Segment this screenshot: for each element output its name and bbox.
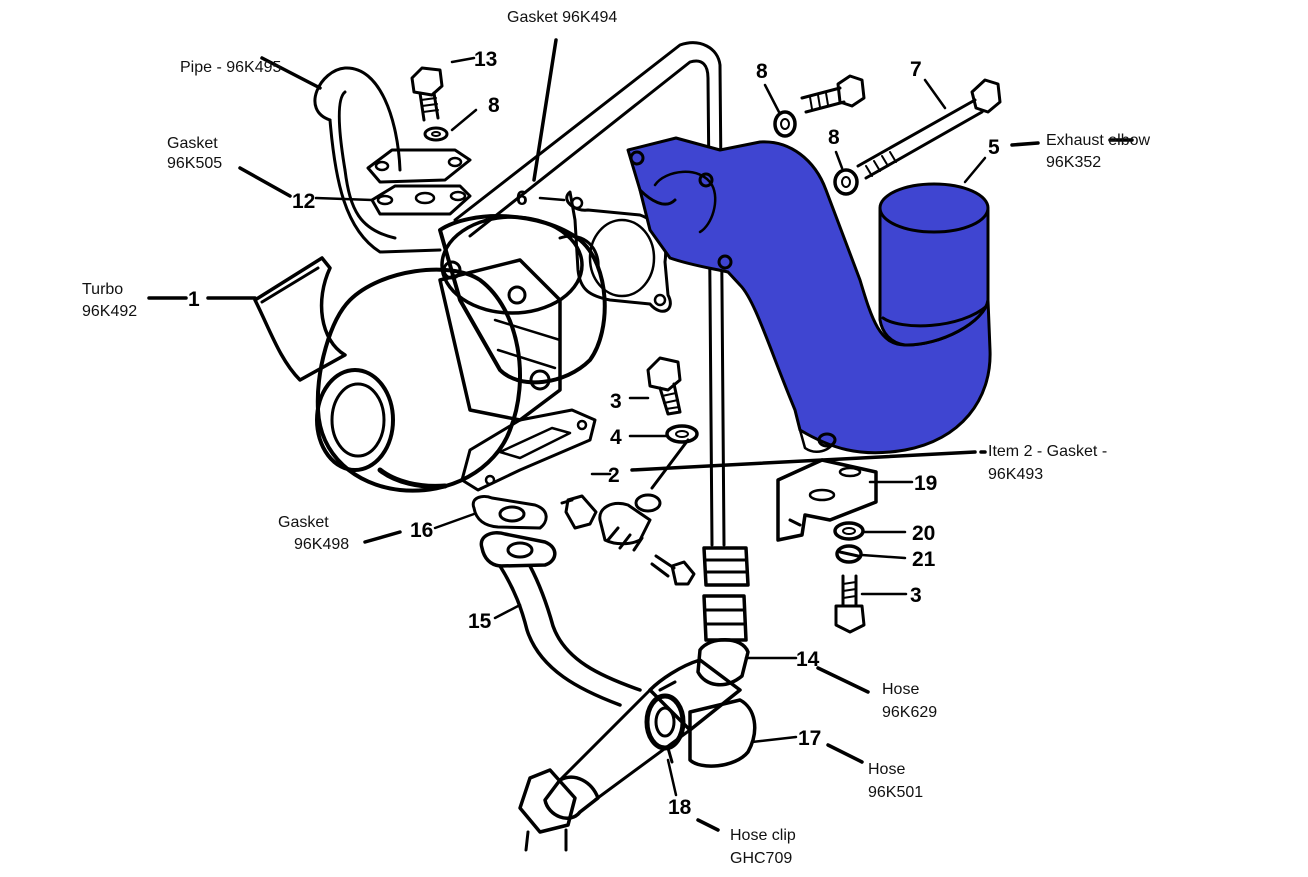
callout-6: 6 bbox=[516, 187, 528, 210]
exhaust-elbow bbox=[626, 136, 992, 455]
gasket-6 bbox=[565, 190, 672, 313]
washer-20 bbox=[833, 521, 865, 541]
washer-8-a bbox=[773, 110, 797, 138]
washer-8-top bbox=[423, 126, 449, 142]
label-hose-96k629-code: 96K629 bbox=[882, 704, 937, 721]
label-gasket-96k494: Gasket 96K494 bbox=[507, 9, 617, 26]
banjo-flange bbox=[366, 148, 472, 216]
small-bolt bbox=[650, 554, 696, 586]
callout-17: 17 bbox=[798, 727, 821, 750]
label-hose-96k629-name: Hose bbox=[882, 681, 919, 698]
bolt-3-lower bbox=[834, 574, 866, 634]
bolt-8 bbox=[800, 74, 866, 114]
label-item2-gasket-code: 96K493 bbox=[988, 466, 1043, 483]
callout-8-b: 8 bbox=[828, 126, 840, 149]
oil-feed-pipe bbox=[313, 41, 726, 547]
callout-15: 15 bbox=[468, 610, 492, 633]
washer-21 bbox=[835, 544, 863, 564]
hose-14-fittings bbox=[696, 546, 750, 687]
label-exhaust-elbow-code: 96K352 bbox=[1046, 154, 1101, 171]
callout-1: 1 bbox=[188, 288, 200, 311]
label-exhaust-elbow-name: Exhaust elbow bbox=[1046, 132, 1151, 149]
label-gasket-96k505-code: 96K505 bbox=[167, 155, 222, 172]
callout-14: 14 bbox=[796, 648, 820, 671]
label-hose-96k501-name: Hose bbox=[868, 761, 905, 778]
callout-8-c: 8 bbox=[488, 94, 500, 117]
drain-flange bbox=[479, 531, 557, 568]
long-bolt-7 bbox=[856, 78, 1002, 180]
gasket-16 bbox=[471, 494, 548, 530]
callout-7: 7 bbox=[910, 58, 922, 81]
callout-13: 13 bbox=[474, 48, 497, 71]
label-gasket-96k498-name: Gasket bbox=[278, 514, 329, 531]
callout-16: 16 bbox=[410, 519, 433, 542]
bolt-13 bbox=[410, 66, 444, 122]
bolt-3-upper bbox=[646, 356, 682, 416]
label-turbo-name: Turbo bbox=[82, 281, 123, 298]
drain-pipe-15 bbox=[498, 564, 642, 707]
callout-21: 21 bbox=[912, 548, 936, 571]
callout-12: 12 bbox=[292, 190, 315, 213]
callout-3-lower: 3 bbox=[910, 584, 922, 607]
callout-20: 20 bbox=[912, 522, 935, 545]
label-pipe-96k495: Pipe - 96K495 bbox=[180, 59, 282, 76]
callout-4: 4 bbox=[610, 426, 622, 449]
callout-3-upper: 3 bbox=[610, 390, 622, 413]
label-gasket-96k498-code: 96K498 bbox=[294, 536, 349, 553]
callout-8-a: 8 bbox=[756, 60, 768, 83]
callout-18: 18 bbox=[668, 796, 692, 819]
label-item2-gasket-name: Item 2 - Gasket - bbox=[988, 443, 1107, 460]
callout-5: 5 bbox=[988, 136, 1000, 159]
small-fittings bbox=[560, 438, 690, 552]
washer-4 bbox=[665, 424, 699, 444]
label-hose-clip-code: GHC709 bbox=[730, 850, 792, 867]
callout-19: 19 bbox=[914, 472, 937, 495]
label-hose-96k501-code: 96K501 bbox=[868, 784, 923, 801]
hose-clip-18 bbox=[644, 680, 686, 764]
washer-8-b bbox=[833, 168, 859, 196]
callout-2: 2 bbox=[608, 464, 620, 487]
bracket-19 bbox=[776, 458, 878, 542]
gasket-2 bbox=[460, 408, 597, 492]
label-gasket-96k505-name: Gasket bbox=[167, 135, 218, 152]
turbocharger bbox=[253, 214, 607, 493]
label-hose-clip-name: Hose clip bbox=[730, 827, 796, 844]
label-turbo-code: 96K492 bbox=[82, 303, 137, 320]
leader-lines bbox=[147, 38, 1134, 832]
